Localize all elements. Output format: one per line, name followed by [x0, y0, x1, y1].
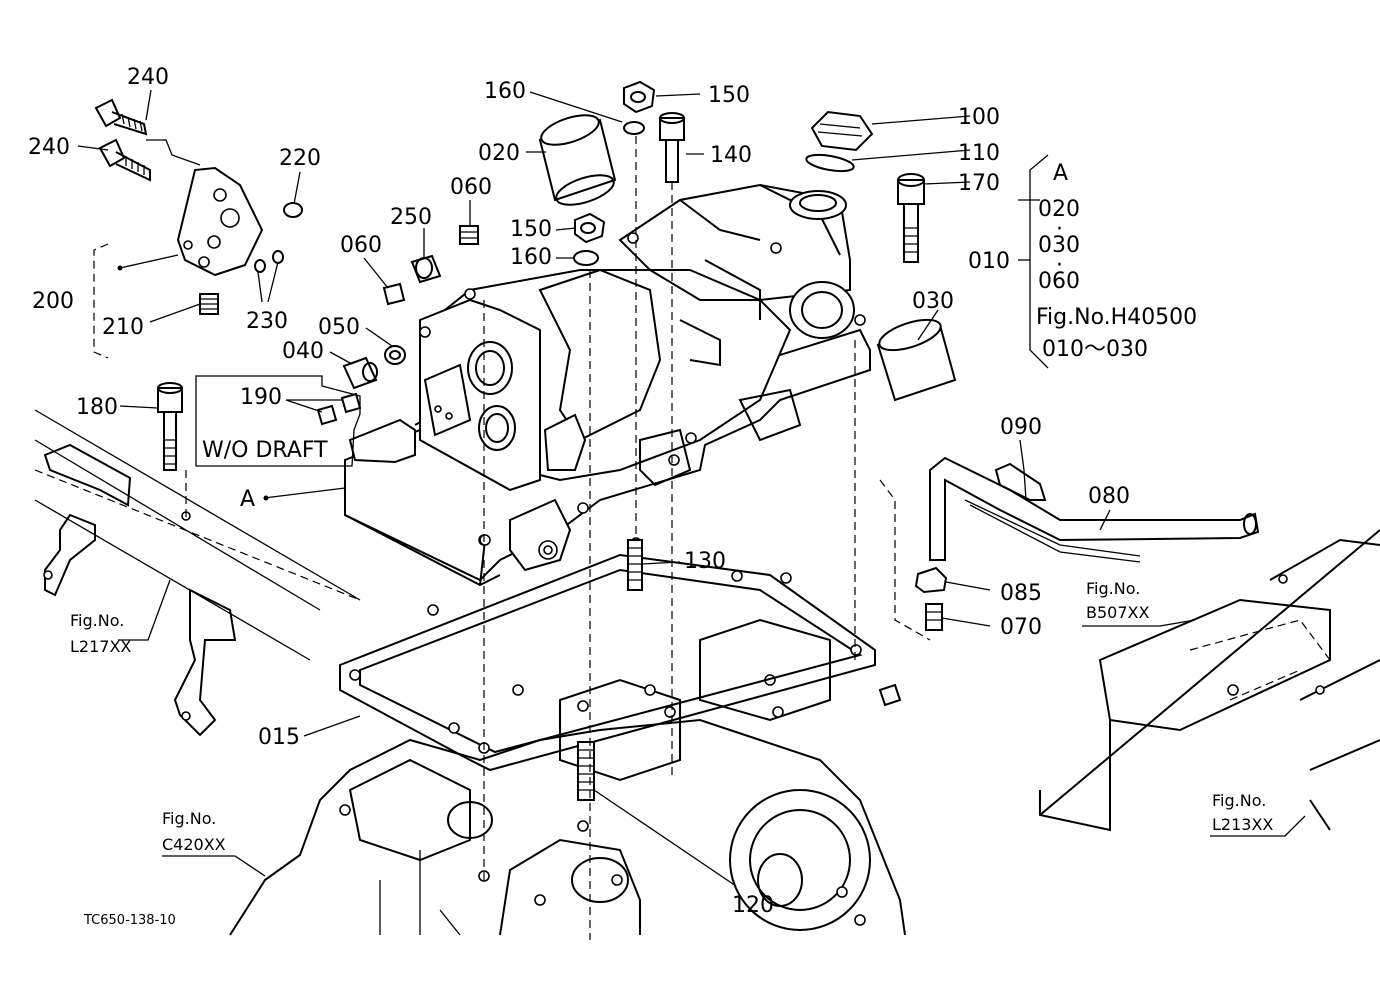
collar-020 — [538, 114, 617, 206]
wo-draft-label: W/O DRAFT — [202, 438, 328, 463]
callout-120: 120 — [732, 893, 774, 918]
pipe-080 — [929, 456, 1260, 563]
plug-060-top — [459, 225, 479, 245]
bolt-170 — [897, 173, 925, 263]
bolt-240-lower — [98, 138, 151, 182]
plug-210 — [199, 293, 219, 315]
key-ref-range: 010～030 — [1042, 337, 1148, 362]
frame-right-l213 — [1039, 529, 1380, 832]
callout-250: 250 — [390, 205, 432, 230]
callout-150-mid: 150 — [510, 217, 552, 242]
callout-110: 110 — [958, 141, 1000, 166]
washer-160-top — [623, 121, 645, 135]
key-item-030: 030 — [1038, 233, 1080, 258]
callout-020: 020 — [478, 141, 520, 166]
callout-015: 015 — [258, 725, 300, 750]
plug-040 — [342, 356, 378, 390]
plugs-190 — [316, 392, 362, 426]
bolt-140 — [659, 112, 685, 183]
plug-060-left — [382, 282, 406, 306]
callout-190: 190 — [240, 385, 282, 410]
key-title: A — [1053, 161, 1068, 186]
bracket-200 — [176, 166, 264, 277]
callout-030: 030 — [912, 289, 954, 314]
fig-ref-b507-label: Fig.No. — [1086, 579, 1140, 598]
clip-085 — [914, 566, 948, 594]
callout-160-top: 160 — [484, 79, 526, 104]
fig-ref-l213-label: Fig.No. — [1212, 791, 1266, 810]
stud-120 — [577, 741, 595, 801]
assembly-key-010: A 020 · 030 · 060 Fig.No.H40500 010～030 — [1036, 161, 1197, 362]
callout-170: 170 — [958, 171, 1000, 196]
stud-130 — [627, 539, 643, 591]
key-item-060: 060 — [1038, 269, 1080, 294]
drawing-code: TC650-138-10 — [83, 913, 176, 928]
washer-050 — [384, 345, 406, 365]
callout-090: 090 — [1000, 415, 1042, 440]
fig-ref-b507[interactable]: Fig.No. B507XX — [1086, 579, 1149, 622]
nut-150-top — [623, 80, 656, 114]
fig-ref-l213-code: L213XX — [1212, 815, 1273, 834]
callout-060-left: 060 — [340, 233, 382, 258]
plug-250 — [410, 254, 442, 284]
callout-080: 080 — [1088, 484, 1130, 509]
wo-draft-box — [195, 375, 361, 467]
callout-200: 200 — [32, 289, 74, 314]
callout-140: 140 — [710, 143, 752, 168]
fig-ref-l213[interactable]: Fig.No. L213XX — [1212, 791, 1273, 834]
fig-ref-l217[interactable]: Fig.No. L217XX — [70, 611, 131, 656]
fig-ref-c420[interactable]: Fig.No. C420XX — [162, 809, 226, 854]
callout-130: 130 — [684, 549, 726, 574]
nut-150-mid — [574, 212, 606, 244]
fig-ref-l217-label: Fig.No. — [70, 611, 124, 630]
callout-050: 050 — [318, 315, 360, 340]
gasket-015 — [339, 553, 876, 772]
bolt-180 — [157, 382, 183, 471]
leader-lines — [77, 89, 1306, 887]
orings-230 — [254, 250, 284, 273]
clamp-090 — [994, 462, 1047, 501]
callout-180: 180 — [76, 395, 118, 420]
callout-labels: 240 240 220 200 210 230 250 060 060 050 … — [28, 65, 1130, 918]
collar-030 — [876, 318, 957, 402]
hydraulic-cylinder-case — [344, 183, 871, 587]
callout-210: 210 — [102, 315, 144, 340]
callout-060-top: 060 — [450, 175, 492, 200]
callout-a: A — [240, 487, 255, 512]
svg-text:·: · — [1056, 253, 1063, 278]
callout-085: 085 — [1000, 581, 1042, 606]
fig-ref-b507-code: B507XX — [1086, 603, 1149, 622]
callout-240-lower: 240 — [28, 135, 70, 160]
key-item-020: 020 — [1038, 197, 1080, 222]
fig-ref-c420-label: Fig.No. — [162, 809, 216, 828]
callout-040: 040 — [282, 339, 324, 364]
oring-220 — [283, 202, 303, 218]
key-ref-fig: Fig.No.H40500 — [1036, 305, 1197, 330]
fig-ref-l217-code: L217XX — [70, 637, 131, 656]
bolt-240-upper — [94, 98, 148, 136]
callout-220: 220 — [279, 146, 321, 171]
cap-100 — [810, 110, 874, 152]
callout-100: 100 — [958, 105, 1000, 130]
callout-160-mid: 160 — [510, 245, 552, 270]
svg-text:·: · — [1056, 217, 1063, 242]
callout-240-upper: 240 — [127, 65, 169, 90]
washer-160-mid — [573, 250, 599, 266]
callout-150-top: 150 — [708, 83, 750, 108]
fig-ref-c420-code: C420XX — [162, 835, 226, 854]
bracket-group-200 — [93, 243, 109, 359]
callout-230: 230 — [246, 309, 288, 334]
oring-110 — [805, 153, 855, 173]
transmission-case-c420 — [229, 618, 906, 936]
callout-010: 010 — [968, 249, 1010, 274]
callout-070: 070 — [1000, 615, 1042, 640]
fitting-070 — [925, 603, 943, 631]
